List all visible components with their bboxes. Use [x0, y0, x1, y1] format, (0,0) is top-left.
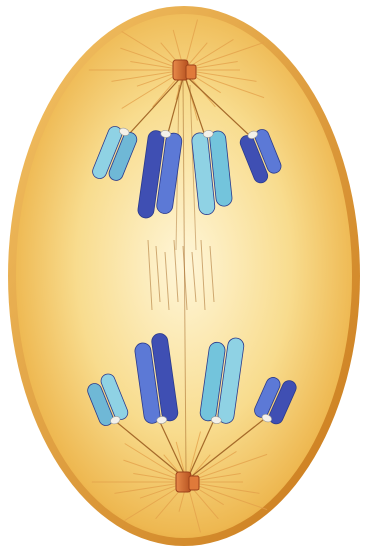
cell-anaphase-illustration [0, 0, 369, 551]
cell-diagram [0, 0, 369, 551]
